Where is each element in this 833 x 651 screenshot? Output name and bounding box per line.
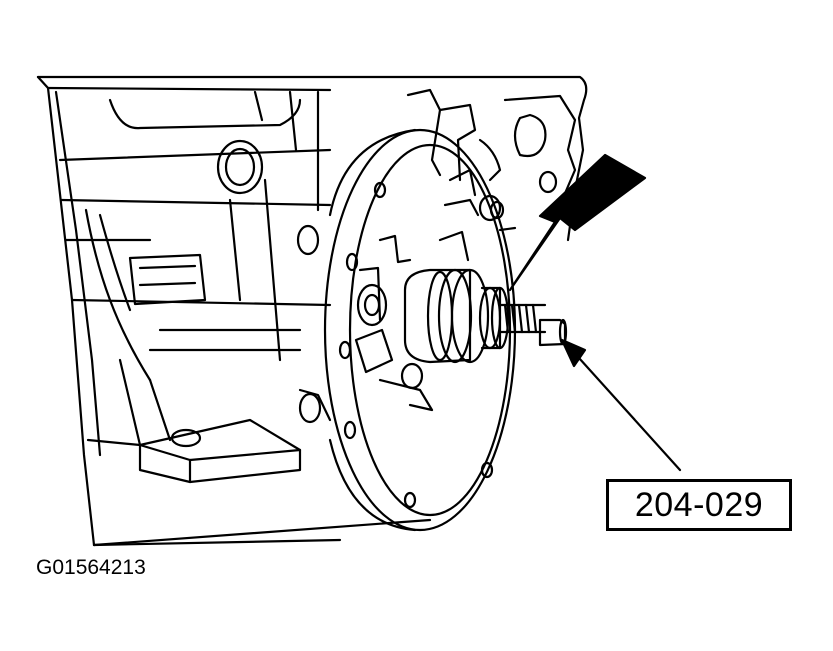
figure-id-label: G01564213: [36, 556, 146, 579]
leader-line: [560, 338, 682, 472]
arrow-pointer-icon: [508, 153, 647, 292]
transmission-case: [36, 75, 588, 547]
pump-internals: [354, 168, 477, 412]
tool-number-callout: 204-029: [606, 479, 792, 531]
pump-housing-flange: [296, 128, 517, 532]
valve-body: [406, 88, 577, 232]
tool-number-label: 204-029: [634, 485, 764, 524]
tool-204-029: [403, 268, 568, 364]
